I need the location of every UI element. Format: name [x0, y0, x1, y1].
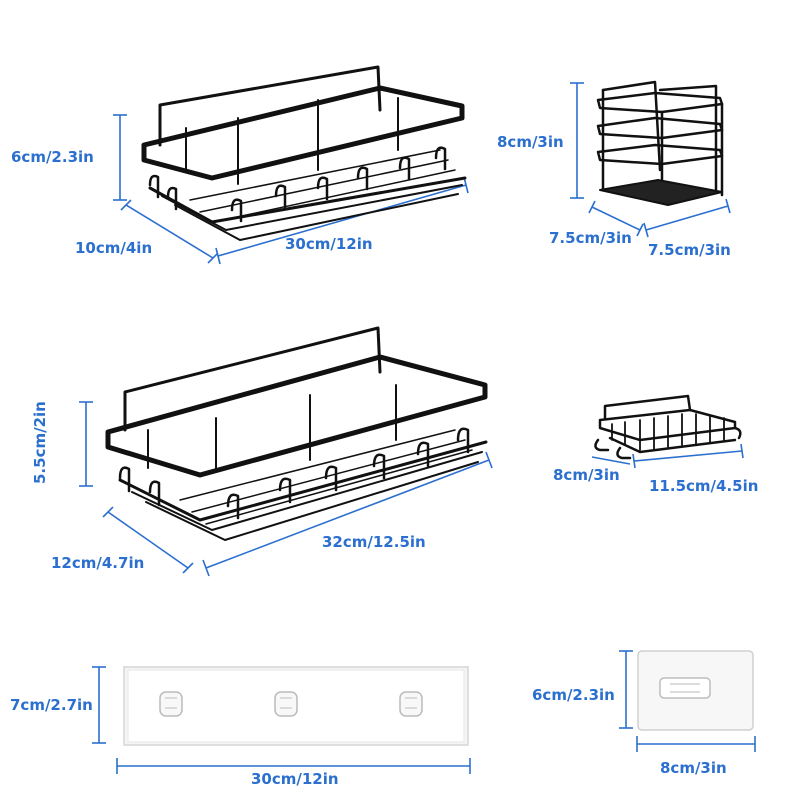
large-basket-height-label: 6cm/2.3in [11, 148, 94, 166]
xl-basket-height-label: 5.5cm/2in [31, 401, 49, 484]
long-adhesive-plate [123, 666, 469, 746]
square-plate-height-label: 6cm/2.3in [532, 686, 615, 704]
caddy-width-label: 7.5cm/3in [648, 241, 731, 259]
long-plate-width-label: 30cm/12in [251, 770, 339, 788]
large-basket [141, 65, 467, 241]
square-plate-width-label: 8cm/3in [660, 759, 727, 777]
xl-basket [105, 326, 488, 541]
xl-basket-depth-label: 12cm/4.7in [51, 554, 145, 572]
soap-dish-depth-label: 8cm/3in [553, 466, 620, 484]
soap-dish [594, 394, 742, 460]
large-basket-depth-label: 10cm/4in [75, 239, 153, 257]
caddy-height-label: 8cm/3in [497, 133, 564, 151]
large-basket-width-label: 30cm/12in [285, 235, 373, 253]
soap-dish-width-label: 11.5cm/4.5in [649, 477, 759, 495]
xl-basket-width-label: 32cm/12.5in [322, 533, 426, 551]
caddy-depth-label: 7.5cm/3in [549, 229, 632, 247]
square-adhesive-plate [637, 650, 754, 731]
long-plate-height-label: 7cm/2.7in [10, 696, 93, 714]
square-caddy [596, 80, 724, 206]
dimension-lines [79, 82, 756, 774]
